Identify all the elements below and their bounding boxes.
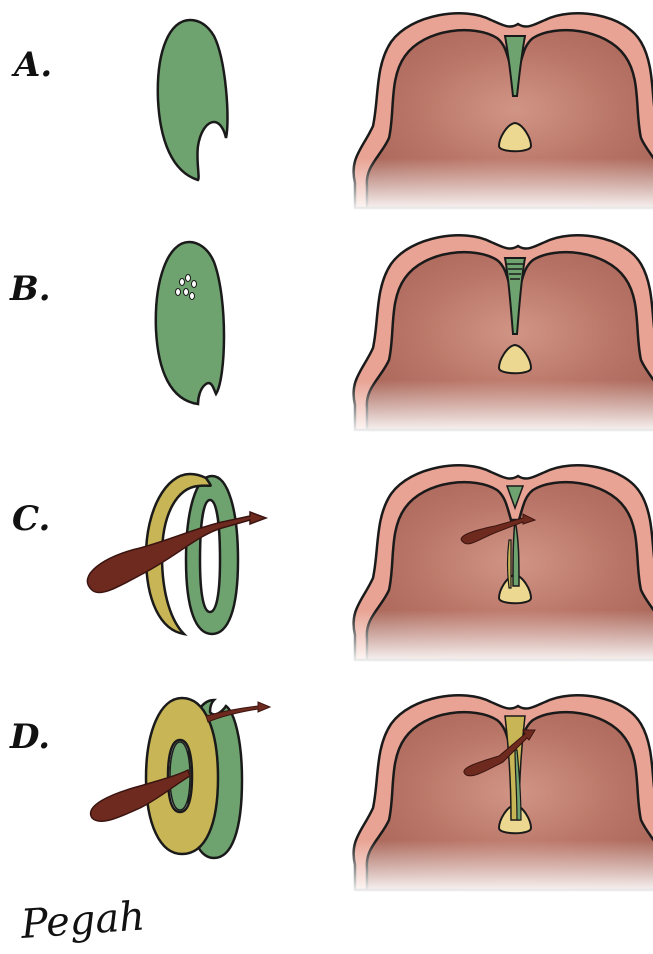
- panel-a: A.: [11, 13, 653, 213]
- septum-primum-b: [156, 242, 224, 404]
- panel-d: D.: [9, 695, 653, 895]
- blood-flow-arrow-c: [87, 512, 266, 593]
- septum-primum-a: [158, 20, 228, 180]
- panel-b: B.: [9, 235, 653, 435]
- artist-signature: Pegah: [18, 893, 146, 948]
- heart-section-c: [345, 465, 653, 665]
- panel-a-label: A.: [11, 45, 52, 85]
- septum-primum-c: [186, 476, 238, 634]
- panel-b-label: B.: [9, 269, 51, 309]
- panel-d-label: D.: [9, 717, 50, 757]
- panel-c-label: C.: [12, 499, 50, 539]
- heart-section-a: [345, 13, 653, 213]
- heart-section-d: [345, 695, 653, 895]
- panel-c: C.: [12, 465, 653, 665]
- heart-section-b: [345, 235, 653, 435]
